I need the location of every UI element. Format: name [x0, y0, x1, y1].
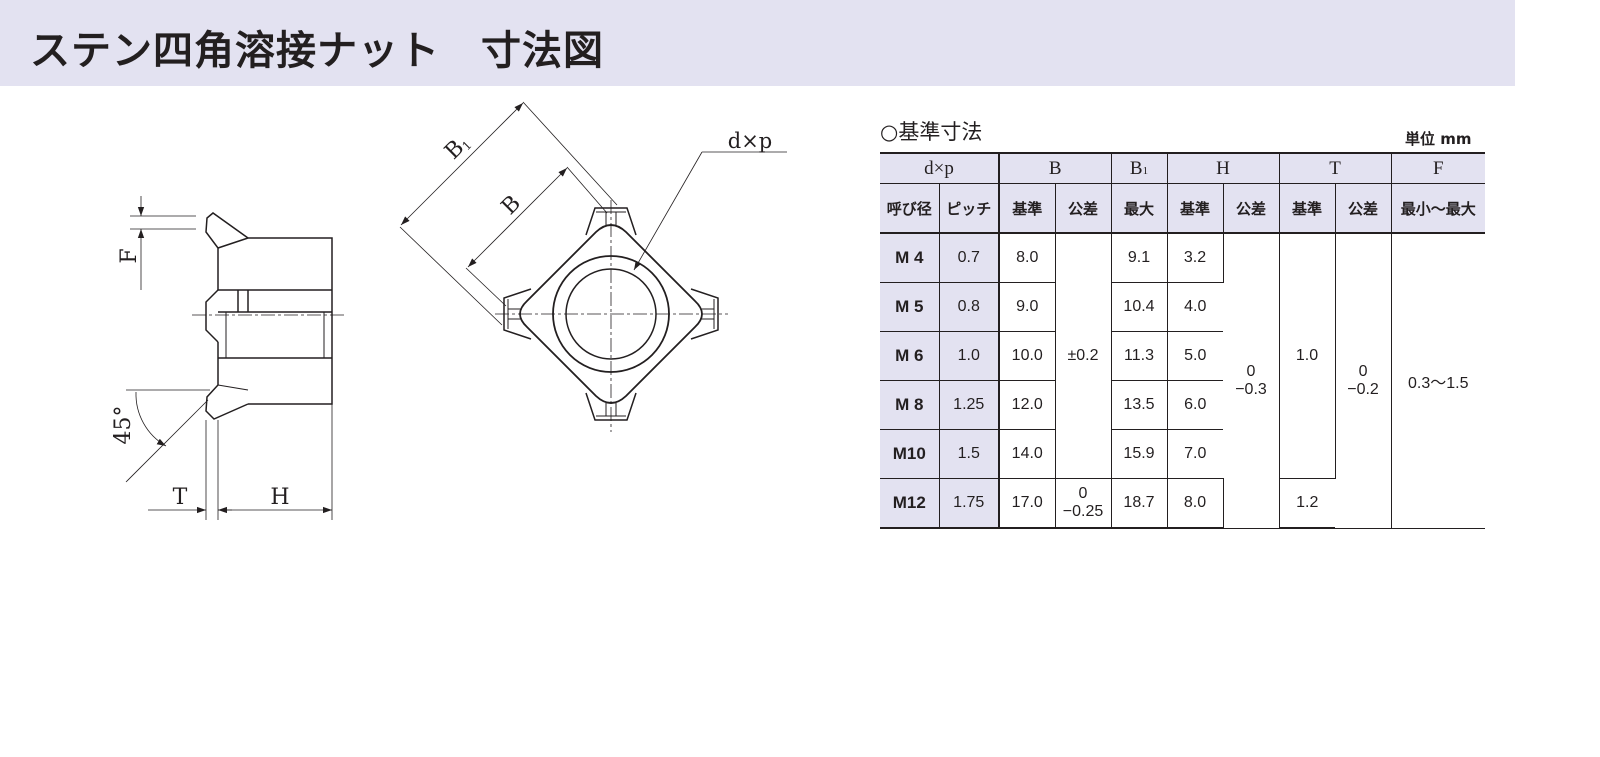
- cell-b1: 9.1: [1111, 233, 1168, 283]
- cell-b1: 18.7: [1111, 478, 1168, 529]
- table-row: M 6 1.0 10.0 11.3 5.0: [880, 331, 1485, 381]
- unit-label: 単位 mm: [1405, 130, 1472, 148]
- sub-header-t-basic: 基準: [1279, 183, 1336, 234]
- table-row: M 4 0.7 8.0 ±0.2 9.1 3.2 0−0.3 1.0 0−0.2…: [880, 233, 1486, 529]
- cell-h: 5.0: [1167, 331, 1223, 381]
- table-row: M 5 0.8 9.0 10.4 4.0: [880, 282, 1485, 332]
- page-title: ステン四角溶接ナット 寸法図: [30, 28, 604, 74]
- header-dxp: d×p: [880, 152, 1000, 184]
- table-heading: ○基準寸法: [880, 120, 983, 144]
- table-sub-header-row: 呼び径 ピッチ 基準 公差 最大 基準 公差 基準 公差 最小～最大: [880, 183, 1486, 234]
- cell-b: 9.0: [999, 282, 1056, 332]
- cell-h: 3.2: [1167, 233, 1224, 283]
- cell-h-tol: 0−0.3: [1223, 233, 1280, 529]
- cell-h: 8.0: [1167, 478, 1224, 529]
- cell-b: 17.0: [999, 478, 1056, 529]
- header-b: B: [999, 152, 1112, 184]
- cell-size: M 4: [880, 233, 940, 283]
- label-t: T: [173, 485, 188, 510]
- cell-h: 7.0: [1167, 429, 1223, 479]
- cell-pitch: 1.0: [939, 331, 1000, 381]
- sub-header-b-tol: 公差: [1055, 183, 1112, 234]
- table-row: M10 1.5 14.0 15.9 7.0: [880, 429, 1485, 479]
- title-bar: ステン四角溶接ナット 寸法図: [0, 0, 1515, 86]
- sub-header-b1-max: 最大: [1111, 183, 1168, 234]
- cell-t-m12: 1.2: [1279, 478, 1336, 529]
- cell-h: 4.0: [1167, 282, 1223, 332]
- table-row: M12 1.75 17.0 0−0.25 18.7 8.0 1.2: [880, 478, 1485, 529]
- cell-b: 14.0: [999, 429, 1056, 479]
- cell-size: M 6: [880, 331, 940, 381]
- cell-b-tol-m12: 0−0.25: [1055, 478, 1112, 529]
- cell-h: 6.0: [1167, 380, 1223, 430]
- cell-b1: 11.3: [1111, 331, 1168, 381]
- cell-pitch: 1.5: [939, 429, 1000, 479]
- sub-header-nominal: 呼び径: [880, 183, 940, 234]
- sub-header-f-range: 最小～最大: [1391, 183, 1486, 234]
- sub-header-b-basic: 基準: [999, 183, 1056, 234]
- cell-b: 10.0: [999, 331, 1056, 381]
- label-b: B: [497, 191, 526, 220]
- cell-b: 8.0: [999, 233, 1056, 283]
- header-t: T: [1279, 152, 1392, 184]
- sub-header-t-tol: 公差: [1335, 183, 1392, 234]
- top-view: [399, 101, 787, 432]
- side-view: [125, 196, 345, 520]
- cell-pitch: 0.8: [939, 282, 1000, 332]
- cell-b: 12.0: [999, 380, 1056, 430]
- cell-pitch: 1.25: [939, 380, 1000, 430]
- header-h: H: [1167, 152, 1280, 184]
- cell-t-tol: 0−0.2: [1335, 233, 1392, 529]
- label-45-deg: 45°: [111, 406, 136, 445]
- label-dxp: d×p: [728, 129, 772, 153]
- label-f: F: [117, 248, 142, 263]
- sub-header-h-basic: 基準: [1167, 183, 1224, 234]
- cell-t: 1.0: [1279, 233, 1336, 479]
- sub-header-h-tol: 公差: [1223, 183, 1280, 234]
- cell-b-tol: ±0.2: [1055, 233, 1112, 479]
- cell-size: M 8: [880, 380, 940, 430]
- sub-header-pitch: ピッチ: [939, 183, 1000, 234]
- cell-b1: 10.4: [1111, 282, 1168, 332]
- cell-size: M 5: [880, 282, 940, 332]
- table-group-header-row: d×p B B1 H T F: [880, 152, 1486, 184]
- cell-size: M12: [880, 478, 940, 529]
- dimension-drawing: F T H 45° B1 B d×p: [111, 101, 787, 520]
- label-h: H: [270, 485, 289, 510]
- cell-b1: 15.9: [1111, 429, 1168, 479]
- label-b1: B1: [440, 130, 475, 165]
- table-row: M 8 1.25 12.0 13.5 6.0: [880, 380, 1485, 430]
- cell-pitch: 0.7: [939, 233, 1000, 283]
- cell-f-range: 0.3～1.5: [1391, 233, 1486, 529]
- header-b1: B1: [1111, 152, 1168, 184]
- spec-table: d×p B B1 H T F 呼び径 ピッチ 基準 公差 最大 基準 公差 基準…: [880, 152, 1486, 529]
- header-f: F: [1391, 152, 1486, 184]
- cell-size: M10: [880, 429, 940, 479]
- cell-b1: 13.5: [1111, 380, 1168, 430]
- cell-pitch: 1.75: [939, 478, 1000, 529]
